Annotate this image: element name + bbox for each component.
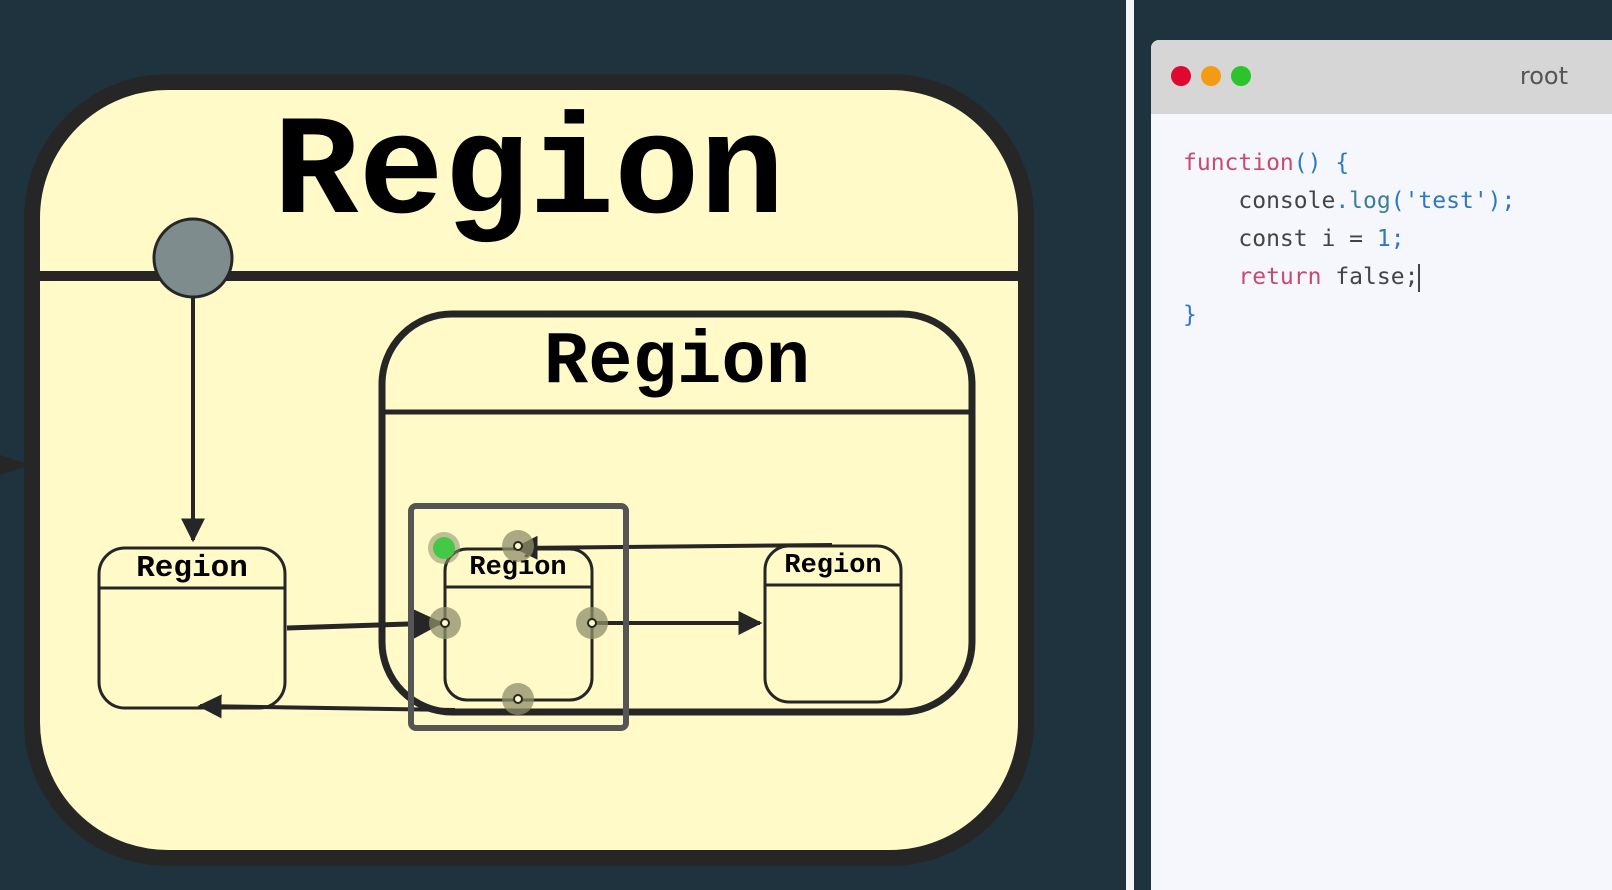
code-token: 'test' <box>1404 188 1488 214</box>
code-token: ; <box>1390 226 1405 252</box>
anchor-top[interactable] <box>502 530 534 562</box>
code-line: function() { <box>1183 144 1515 182</box>
code-token: } <box>1183 302 1197 328</box>
initial-node[interactable] <box>152 217 234 299</box>
selected-state[interactable]: Region <box>443 547 594 702</box>
transitions <box>181 298 833 719</box>
code-token: ); <box>1487 188 1516 214</box>
connection-anchors <box>428 530 608 715</box>
incoming-transition-arrow[interactable] <box>0 455 30 475</box>
left-state-title: Region <box>136 551 248 586</box>
code-editor-window: root function() { console.log('test'); c… <box>1151 40 1612 890</box>
code-token: function <box>1183 150 1294 176</box>
selection-box[interactable] <box>408 503 629 731</box>
transition-left-to-selected[interactable] <box>286 608 443 639</box>
code-token: console <box>1238 188 1336 214</box>
minimize-window-icon[interactable] <box>1201 66 1221 86</box>
root-region-title: Region <box>273 94 784 255</box>
code-token: return <box>1238 264 1322 290</box>
editor-title: root <box>1519 62 1568 90</box>
close-window-icon[interactable] <box>1171 66 1191 86</box>
transition-right-to-selected[interactable] <box>513 535 833 560</box>
code-token: () { <box>1293 150 1350 176</box>
code-token: ( <box>1390 188 1405 214</box>
nested-region-title: Region <box>544 321 810 405</box>
maximize-window-icon[interactable] <box>1231 66 1251 86</box>
code-indent <box>1183 226 1238 252</box>
editor-title-bar: root <box>1151 40 1612 114</box>
split-gap <box>1134 0 1138 890</box>
code-token: false; <box>1321 264 1419 290</box>
code-indent <box>1183 264 1238 290</box>
code-token: const i = <box>1238 226 1377 252</box>
text-cursor <box>1418 263 1421 292</box>
diagram-canvas[interactable]: Region Region Region Region Region <box>0 0 1126 890</box>
active-anchor[interactable] <box>428 532 460 564</box>
code-indent <box>1183 188 1238 214</box>
anchor-left[interactable] <box>429 607 461 639</box>
code-line: console.log('test'); <box>1183 182 1515 220</box>
code-token: 1 <box>1376 226 1391 252</box>
left-state[interactable]: Region <box>97 546 287 710</box>
anchor-right[interactable] <box>576 607 608 639</box>
code-line: return false; <box>1183 258 1515 296</box>
code-area[interactable]: function() { console.log('test'); const … <box>1183 144 1515 334</box>
right-state[interactable]: Region <box>763 544 903 704</box>
code-token: .log <box>1335 188 1391 214</box>
right-state-title: Region <box>784 551 881 581</box>
anchor-bottom[interactable] <box>502 683 534 715</box>
code-line: const i = 1; <box>1183 220 1515 258</box>
code-line: } <box>1183 296 1515 334</box>
split-divider[interactable] <box>1126 0 1134 890</box>
